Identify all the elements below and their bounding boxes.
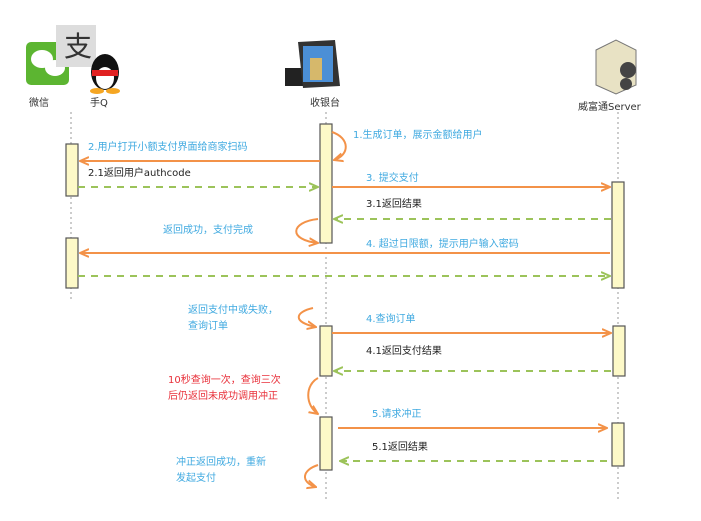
activation-client <box>65 143 79 197</box>
note-arrow-reversal <box>304 464 318 487</box>
qq-penguin-icon <box>90 54 120 94</box>
note-arrow-retry <box>307 377 318 414</box>
message-2-label: 2.用户打开小额支付界面给商家扫码 <box>88 140 248 153</box>
message-3-label: 3. 提交支付 <box>366 171 419 184</box>
activation-server <box>611 422 625 467</box>
message-5-label: 5.请求冲正 <box>372 407 422 420</box>
actor-server: 威富通Server <box>578 100 642 113</box>
note-arrow-success <box>295 218 318 243</box>
note-retry-line2: 后仍返回未成功调用冲正 <box>168 389 278 402</box>
server-icon <box>595 39 637 95</box>
alipay-icon: 支 <box>56 25 96 67</box>
activation-server <box>612 325 626 377</box>
activation-cashier <box>319 123 333 244</box>
cashier-terminal-icon <box>285 40 340 88</box>
message-4q-label: 4.查询订单 <box>366 312 416 325</box>
activation-client <box>65 237 79 289</box>
note-retry-line1: 10秒查询一次，查询三次 <box>168 373 281 386</box>
message-3-1-label: 3.1返回结果 <box>366 197 422 210</box>
message-4-label: 4. 超过日限额，提示用户输入密码 <box>366 237 519 250</box>
message-4-1-label: 4.1返回支付结果 <box>366 344 442 357</box>
activation-server <box>611 181 625 289</box>
note-arrow-pending <box>297 307 316 327</box>
svg-text:支: 支 <box>64 30 92 63</box>
note-success: 返回成功，支付完成 <box>163 223 253 236</box>
activation-cashier <box>319 416 333 471</box>
message-2-1-label: 2.1返回用户authcode <box>88 166 191 179</box>
note-reversal-line2: 发起支付 <box>176 471 216 484</box>
message-1-label: 1.生成订单，展示金额给用户 <box>353 128 483 141</box>
actor-wechat: 微信 <box>29 96 49 109</box>
actor-cashier: 收银台 <box>310 96 340 109</box>
message-5-1-label: 5.1返回结果 <box>372 440 428 453</box>
activation-cashier <box>319 325 333 377</box>
note-reversal-line1: 冲正返回成功，重新 <box>176 455 266 468</box>
note-pending-line2: 查询订单 <box>188 319 228 332</box>
self-arrow-1 <box>331 131 347 160</box>
actor-mobile-qq: 手Q <box>90 96 108 109</box>
note-pending-line1: 返回支付中或失败， <box>188 303 278 316</box>
